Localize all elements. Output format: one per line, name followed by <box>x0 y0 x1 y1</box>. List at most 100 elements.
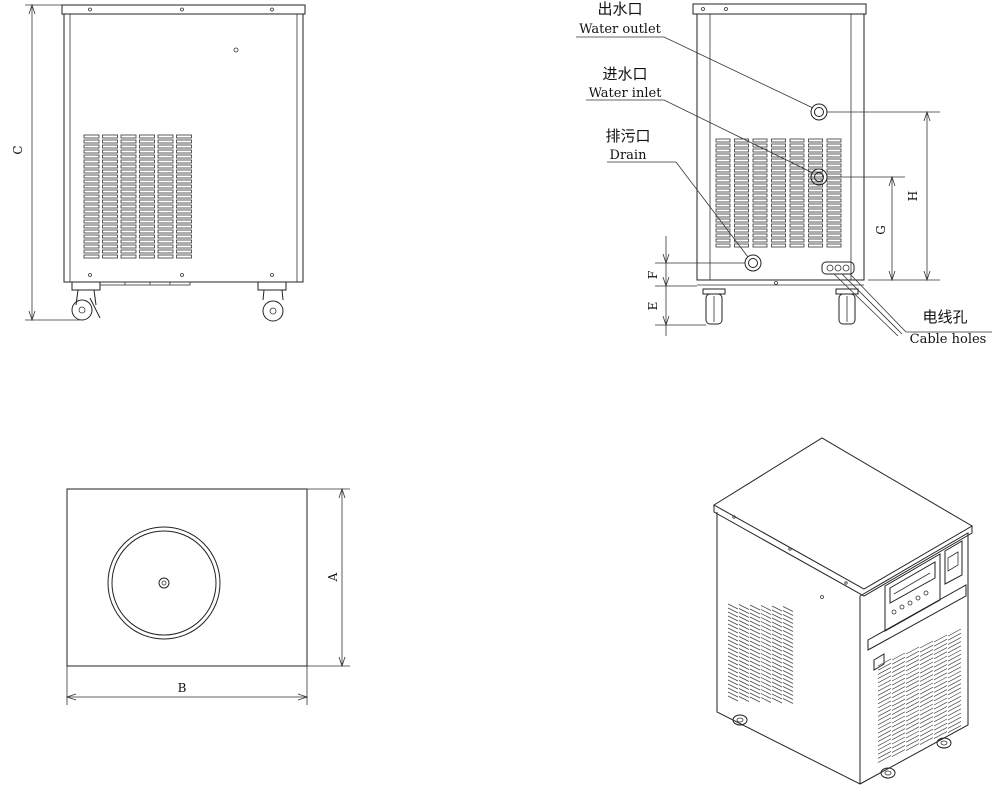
vent-slot <box>738 680 750 686</box>
side-view: C <box>11 3 306 322</box>
vent-slot <box>120 249 137 254</box>
vent-slot <box>789 223 805 228</box>
vent-slot <box>139 144 155 149</box>
vent-slot <box>919 699 934 708</box>
vent-slot <box>826 188 842 193</box>
dimension-c: C <box>11 3 80 322</box>
vent-slot <box>176 214 192 219</box>
vent-slot <box>760 681 772 687</box>
vent-slot <box>891 652 906 661</box>
vent-slot <box>933 718 948 727</box>
vent-slot <box>102 209 118 214</box>
vent-slot <box>919 737 934 745</box>
vent-slot <box>947 691 962 700</box>
vent-slot <box>120 179 137 184</box>
vent-slot <box>905 663 920 672</box>
vent-slot <box>734 213 749 218</box>
vent-slot <box>157 214 174 219</box>
vent-slot <box>738 672 750 678</box>
vent-slot <box>760 685 772 691</box>
vent-slot <box>139 134 155 139</box>
vent-slot <box>157 209 174 214</box>
vent-slot <box>877 688 892 696</box>
vent-slot <box>782 614 794 620</box>
vent-slot <box>139 159 155 164</box>
vent-slot <box>749 696 761 703</box>
vent-slot <box>102 169 118 174</box>
vent-slot <box>738 640 750 646</box>
vent-slot <box>715 188 731 193</box>
vent-slot <box>738 628 750 634</box>
vent-slot <box>891 711 906 720</box>
vent-slot <box>139 219 155 224</box>
vent-slot <box>157 224 174 229</box>
vent-slot <box>176 139 192 144</box>
vent-slot <box>782 634 794 640</box>
vent-slot <box>782 694 794 700</box>
vent-slot <box>738 612 750 618</box>
vent-slot <box>176 169 192 174</box>
vent-slot <box>933 689 948 697</box>
vent-slot <box>771 617 783 624</box>
vent-slot <box>760 665 772 671</box>
vent-slot <box>877 692 892 700</box>
vent-slot <box>727 655 739 662</box>
vent-slot <box>826 233 842 238</box>
vent-slot <box>771 208 786 213</box>
vent-slot <box>771 148 786 153</box>
vent-slot <box>734 168 749 173</box>
vent-slot <box>120 174 137 179</box>
vent-slot <box>727 635 739 642</box>
vent-slot <box>139 204 155 209</box>
vent-slot <box>734 193 749 198</box>
vent-slot <box>139 209 155 214</box>
vent-slot <box>771 677 783 684</box>
top-view: A B <box>65 487 350 705</box>
vent-slot <box>760 693 772 699</box>
vent-slot <box>808 238 823 243</box>
vent-slot <box>715 218 731 223</box>
vent-slot <box>752 153 768 158</box>
vent-slot <box>752 158 768 163</box>
iso-left-face <box>716 512 861 785</box>
vent-slot <box>771 233 786 238</box>
vent-slot <box>771 163 786 168</box>
vent-slot <box>139 179 155 184</box>
vent-slot <box>120 254 137 259</box>
vent-slot <box>139 249 155 254</box>
vent-slot <box>933 714 948 723</box>
vent-slot <box>947 704 962 712</box>
vent-slot <box>102 164 118 169</box>
vent-slot <box>120 139 137 144</box>
vent-slot <box>782 686 794 692</box>
vent-slot <box>139 194 155 199</box>
vent-slot <box>826 183 842 188</box>
vent-slot <box>83 154 100 159</box>
vent-slot <box>734 153 749 158</box>
vent-slot <box>102 149 118 154</box>
vent-slot <box>83 159 100 164</box>
vent-slot <box>120 219 137 224</box>
vent-slot <box>752 183 768 188</box>
vent-slot <box>789 153 805 158</box>
vent-slot <box>919 640 934 649</box>
iso-casters <box>732 714 952 779</box>
vent-slot <box>782 666 794 672</box>
vent-slot <box>877 667 892 675</box>
vent-slot <box>771 188 786 193</box>
vent-slot <box>771 665 783 672</box>
vent-slot <box>771 158 786 163</box>
vent-slot <box>905 697 920 705</box>
vent-slot <box>83 209 100 214</box>
vent-slot <box>749 660 761 667</box>
vent-slot <box>734 158 749 163</box>
vent-slot <box>789 173 805 178</box>
vent-slot <box>157 134 174 139</box>
dimension-b-label: B <box>178 681 187 695</box>
vent-slot <box>734 138 749 143</box>
vent-slot <box>905 659 920 667</box>
vent-slot <box>826 163 842 168</box>
vent-slot <box>120 194 137 199</box>
vent-slot <box>752 233 768 238</box>
vent-slot <box>738 604 750 610</box>
